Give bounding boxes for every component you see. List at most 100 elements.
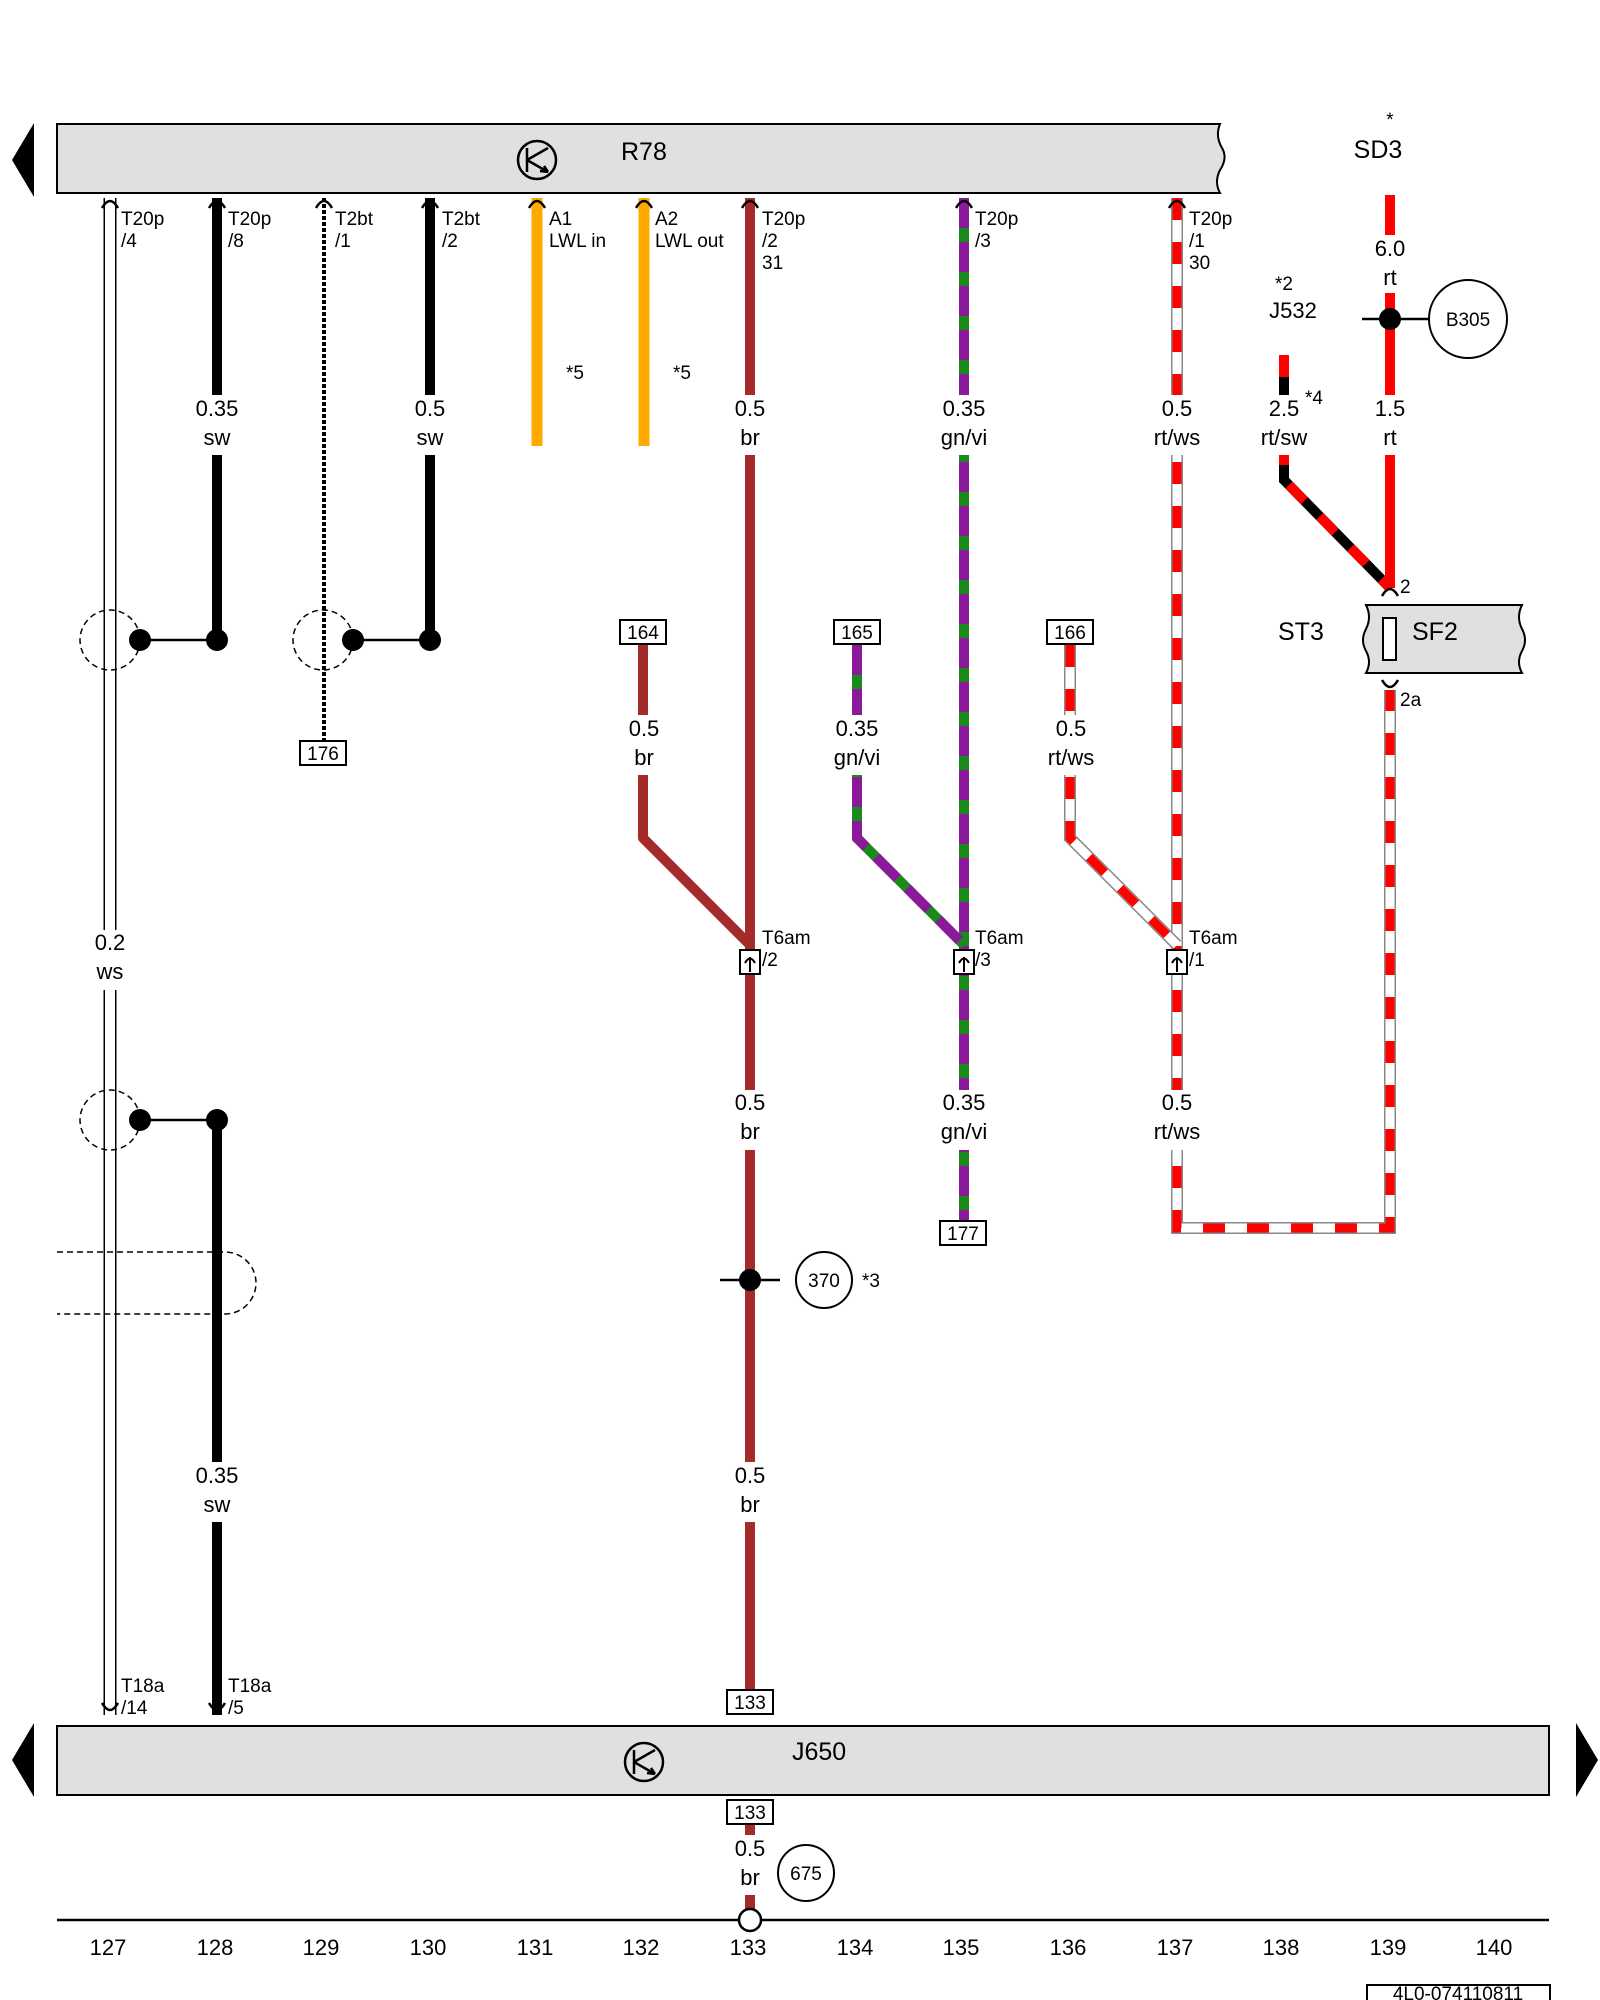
t6am-pin: T6am <box>762 928 811 949</box>
connector-sub: /4 <box>121 231 137 252</box>
connector-pin-icon <box>207 1702 227 1712</box>
connector-pin-icon <box>1380 679 1400 689</box>
connection-point-370[interactable] <box>795 1251 853 1309</box>
wire-color: sw <box>204 1492 231 1517</box>
splice-dot <box>129 1109 151 1131</box>
column-ruler: 127 128 129 130 131 132 133 134 135 136 … <box>90 1935 1513 1960</box>
connector-pin-icon <box>958 957 970 972</box>
prev-page-arrow-bottom[interactable] <box>12 1723 34 1797</box>
wire-166-rtws-outline <box>1064 645 1182 950</box>
wire-color: rt/sw <box>1261 425 1308 450</box>
doc-id: 4L0-074110811 <box>1393 1984 1523 2000</box>
wire-size: 0.5 <box>735 1836 766 1861</box>
t6am-sub: /3 <box>975 950 991 971</box>
transistor-symbol-icon <box>516 139 558 181</box>
label-gap <box>950 395 978 455</box>
wire-size: 0.5 <box>629 716 660 741</box>
component-label-j532: J532 <box>1269 298 1317 323</box>
connector-pin: T2bt <box>442 209 481 230</box>
connection-675-label: 675 <box>790 1864 822 1885</box>
sd3-note: * <box>1386 110 1394 131</box>
connector-pin-icon <box>207 199 227 209</box>
label-gap <box>96 930 124 990</box>
t6am-sub: /2 <box>762 950 778 971</box>
connection-point-675[interactable] <box>777 1844 835 1902</box>
wire-size: 0.5 <box>735 1090 766 1115</box>
connector-pin-icon <box>420 199 440 209</box>
splice-dot <box>739 1269 761 1291</box>
next-page-arrow[interactable] <box>1576 1723 1598 1797</box>
wire-color: sw <box>204 425 231 450</box>
note-star4: *4 <box>1305 388 1323 409</box>
ref-166: 166 <box>1054 623 1086 644</box>
wire-size: 0.5 <box>735 396 766 421</box>
ground-point-b305[interactable] <box>1428 279 1508 359</box>
wire-166-rtws <box>1065 645 1181 949</box>
splice-dot <box>419 629 441 651</box>
wire-size: 6.0 <box>1375 236 1406 261</box>
wire-color: rt/ws <box>1154 425 1200 450</box>
connector-sub: /2 <box>762 231 778 252</box>
ruler-number: 137 <box>1157 1935 1194 1960</box>
wire-size: 0.35 <box>943 1090 986 1115</box>
fuse-icon <box>1382 617 1397 661</box>
wire-138-rtsw-stripe <box>1279 355 1394 592</box>
reference-boxes[interactable]: 164 165 166 176 177 133 133 <box>299 619 1094 1825</box>
ref-164: 164 <box>627 623 659 644</box>
fuse-pin-bottom: 2a <box>1400 690 1422 711</box>
ruler-number: 130 <box>410 1935 447 1960</box>
label-gap <box>736 1835 764 1895</box>
connector-pin-icon <box>1167 199 1187 209</box>
label-gap <box>736 1090 764 1150</box>
connector-sub: /14 <box>121 1698 148 1719</box>
wire-165-gnvi-stripe <box>852 645 968 949</box>
wire-color: rt/ws <box>1154 1119 1200 1144</box>
wire-color: ws <box>96 959 124 984</box>
transistor-symbol-icon <box>623 1741 665 1783</box>
ruler-number: 127 <box>90 1935 127 1960</box>
component-label-j650: J650 <box>792 1738 846 1766</box>
fuse-pin-top: 2 <box>1400 577 1411 598</box>
connector-sub: /1 <box>1189 231 1205 252</box>
label-gap <box>203 1462 231 1522</box>
wire-164-br <box>638 645 754 949</box>
wire-color: sw <box>417 425 444 450</box>
diagram-symbols <box>57 199 1429 1933</box>
top-connector-labels: T20p /4 T20p /8 T2bt /1 T2bt /2 A1 LWL i… <box>121 209 1232 274</box>
wire-138-rtsw <box>1279 355 1394 592</box>
label-gap <box>950 1090 978 1150</box>
wire-size: 0.35 <box>196 1463 239 1488</box>
connector-sub: /2 <box>442 231 458 252</box>
wire-color: br <box>740 1492 760 1517</box>
connector-pin-icon <box>740 199 760 209</box>
connector-pin: A2 <box>655 209 678 230</box>
wire-color: rt/ws <box>1048 745 1094 770</box>
wire-color: gn/vi <box>941 425 987 450</box>
t6am-pin: T6am <box>1189 928 1238 949</box>
bundle-outline <box>57 1251 257 1315</box>
wire-color: br <box>740 425 760 450</box>
connector-pin: T18a <box>121 1676 165 1697</box>
connector-sub: LWL out <box>655 231 724 252</box>
prev-page-arrow[interactable] <box>12 123 34 197</box>
wire-color: br <box>740 1865 760 1890</box>
wire-color: gn/vi <box>834 745 880 770</box>
ref-box-133-below <box>726 1799 774 1825</box>
label-gap <box>1163 1090 1191 1150</box>
label-gap <box>1163 395 1191 455</box>
connector-pin-icon <box>954 199 974 209</box>
label-gap <box>203 395 231 455</box>
ref-box-176 <box>299 740 347 766</box>
label-gap <box>630 715 658 775</box>
connector-pin: T2bt <box>335 209 374 230</box>
ref-133: 133 <box>734 1693 766 1714</box>
ruler-number: 140 <box>1476 1935 1513 1960</box>
splice-dot <box>129 629 151 651</box>
ref-176: 176 <box>307 744 339 765</box>
control-unit-j650: J650 <box>56 1725 1550 1796</box>
wire-size: 0.35 <box>943 396 986 421</box>
component-label-sf2: SF2 <box>1412 618 1458 646</box>
ref-133-below: 133 <box>734 1803 766 1824</box>
ruler-number: 131 <box>517 1935 554 1960</box>
